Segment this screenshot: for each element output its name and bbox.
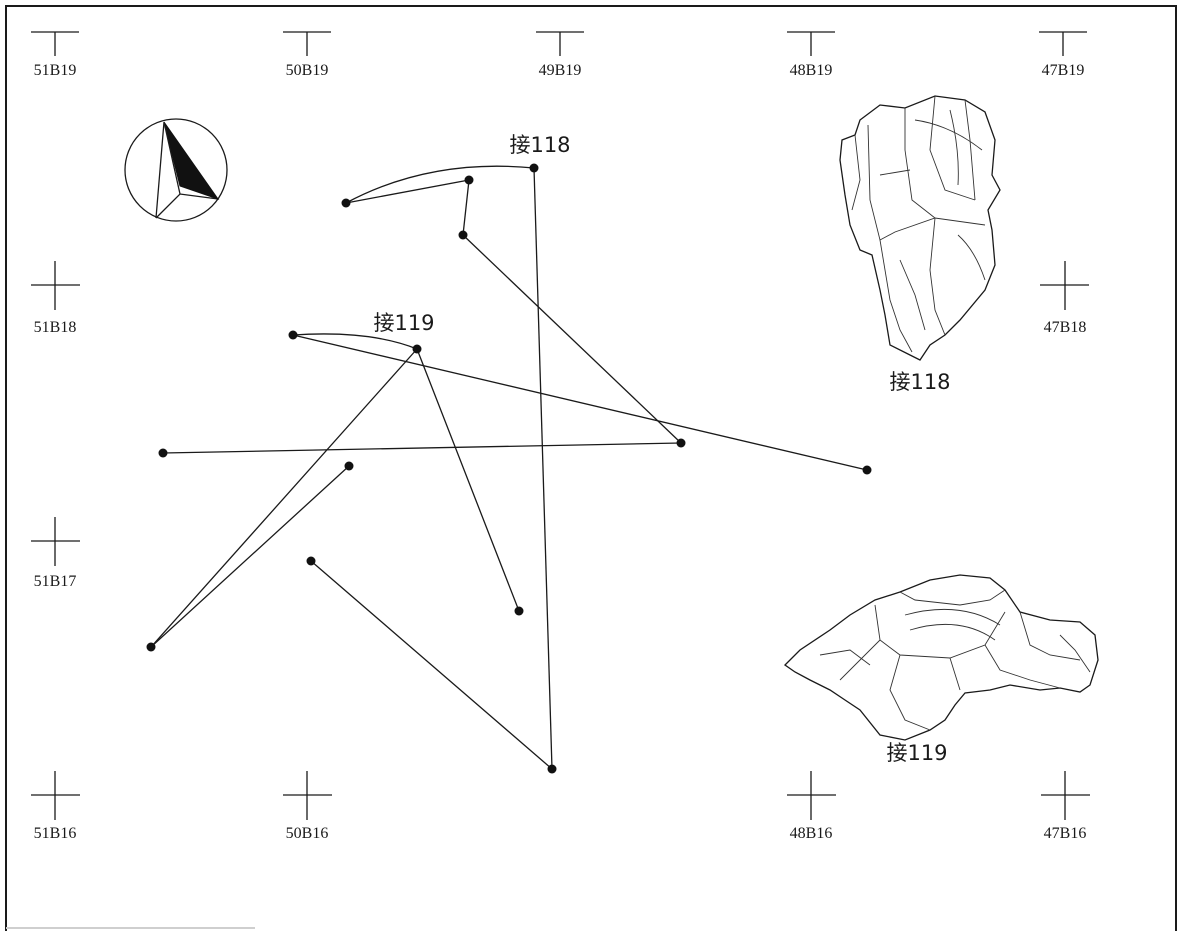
grid-label-47b18: 47B18	[1044, 319, 1087, 336]
grid-cross-icon	[31, 261, 80, 310]
refit-group-118: 接118	[159, 133, 686, 774]
grid-cross-icon	[787, 32, 835, 56]
refit-point	[515, 607, 524, 616]
grid-cross-icon	[31, 771, 80, 820]
grid-marker-top-row	[31, 32, 1087, 56]
refit-point	[863, 466, 872, 475]
stone-label-119: 接119	[886, 741, 947, 765]
refit-point	[465, 176, 474, 185]
stone-illustration-119: 接119	[785, 575, 1098, 765]
grid-cross-icon	[283, 32, 331, 56]
grid-cross-icon	[1039, 32, 1087, 56]
refit-group-119: 接119	[147, 311, 872, 652]
grid-label-51b17: 51B17	[34, 573, 77, 590]
grid-label-47b19: 47B19	[1042, 62, 1085, 79]
refit-point	[289, 331, 298, 340]
refit-line	[463, 235, 681, 443]
refit-line	[151, 466, 349, 647]
stone-label-118: 接118	[889, 370, 950, 394]
refit-line	[463, 180, 469, 235]
refit-point	[342, 199, 351, 208]
grid-label-51b18: 51B18	[34, 319, 77, 336]
refit-line	[293, 335, 867, 470]
refit-point	[307, 557, 316, 566]
refit-line	[163, 443, 681, 453]
grid-label-51b16: 51B16	[34, 825, 77, 842]
refit-line	[151, 349, 417, 647]
grid-cross-icon	[1040, 261, 1089, 310]
grid-cross-icon	[1041, 771, 1090, 820]
grid-label-48b19: 48B19	[790, 62, 833, 79]
refit-line	[417, 349, 519, 611]
grid-cross-icon	[536, 32, 584, 56]
grid-cross-icon	[787, 771, 836, 820]
grid-label-50b19: 50B19	[286, 62, 329, 79]
grid-cross-icon	[31, 32, 79, 56]
grid-label-48b16: 48B16	[790, 825, 833, 842]
grid-label-50b16: 50B16	[286, 825, 329, 842]
refit-line	[534, 168, 552, 769]
refit-point	[530, 164, 539, 173]
refit-line	[311, 561, 552, 769]
refit-line	[346, 180, 469, 203]
refit-point	[147, 643, 156, 652]
refit-point	[459, 231, 468, 240]
stone-illustration-118: 接118	[840, 96, 1000, 394]
refit-label-119: 接119	[373, 311, 434, 335]
refit-label-118: 接118	[509, 133, 570, 157]
grid-label-51b19: 51B19	[34, 62, 77, 79]
grid-cross-icon	[283, 771, 332, 820]
refit-point	[159, 449, 168, 458]
refit-point	[413, 345, 422, 354]
grid-cross-icon	[31, 517, 80, 566]
refit-point	[677, 439, 686, 448]
grid-label-47b16: 47B16	[1044, 825, 1087, 842]
refit-point	[548, 765, 557, 774]
grid-label-49b19: 49B19	[539, 62, 582, 79]
refit-point	[345, 462, 354, 471]
refit-line	[293, 334, 417, 349]
north-arrow-icon	[125, 119, 227, 221]
